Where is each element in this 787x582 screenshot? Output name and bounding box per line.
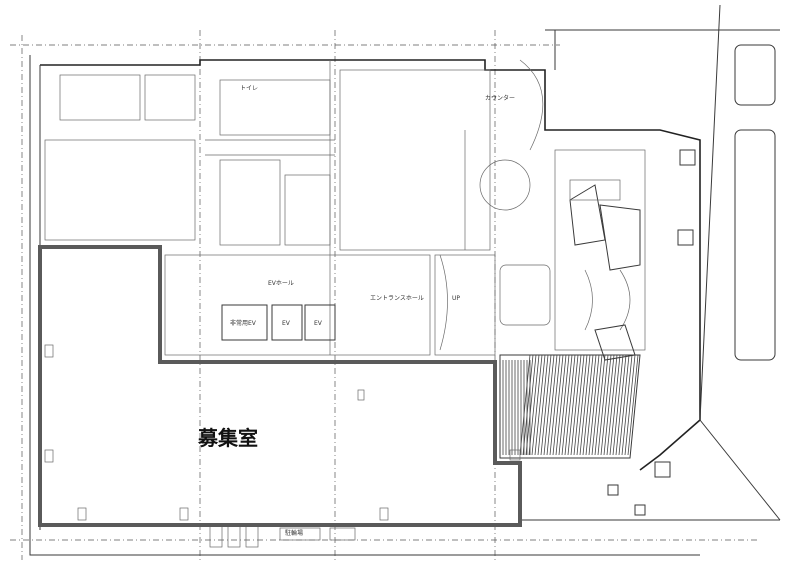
outer-walls	[29, 4, 781, 556]
ramp-hatch	[621, 354, 633, 456]
ramp-hatch	[564, 354, 576, 456]
ramp-hatch	[522, 354, 534, 456]
zone-outline	[38, 245, 522, 527]
ramp-hatch	[603, 354, 615, 456]
ramp-hatch	[567, 354, 579, 456]
ramp-hatch	[594, 354, 606, 456]
ramp-hatch	[579, 354, 591, 456]
ramp-hatch	[519, 354, 531, 456]
interior-rooms	[44, 60, 646, 356]
label-ev-1: EV	[282, 320, 291, 327]
ramp-hatch	[525, 354, 537, 456]
elevator-bank: 非常用EV EV EV	[221, 304, 336, 341]
ramp-hatch	[546, 354, 558, 456]
ramp-hatch	[612, 354, 624, 456]
ramp-hatch	[543, 354, 555, 456]
ramp-hatch	[606, 354, 618, 456]
stair-icon	[499, 354, 641, 459]
ramp-outline	[499, 354, 641, 459]
bottom-fixtures	[44, 344, 521, 548]
label-counter: カウンター	[485, 94, 515, 102]
angled-structures	[569, 179, 641, 361]
ramp-hatch	[618, 354, 630, 456]
ramp-hatch	[582, 354, 594, 456]
ramp-hatch	[528, 354, 540, 456]
ramp-hatch	[585, 354, 597, 456]
ramp-hatch	[570, 354, 582, 456]
ramp-hatch	[552, 354, 564, 456]
ramp-hatch	[588, 354, 600, 456]
label-parking: 駐輪場	[285, 529, 303, 537]
ramp-hatch	[540, 354, 552, 456]
tree-icon	[607, 149, 696, 516]
ramp-hatch	[558, 354, 570, 456]
ramp-hatch	[534, 354, 546, 456]
ramp-hatch	[531, 354, 543, 456]
ramp-hatch	[561, 354, 573, 456]
ramp-hatch	[600, 354, 612, 456]
ramp-hatch	[537, 354, 549, 456]
ramp-hatch	[591, 354, 603, 456]
label-toilet: トイレ	[240, 85, 258, 92]
zone-label: 募集室	[197, 426, 258, 450]
ramp-hatch	[624, 354, 636, 456]
ramp-hatch	[615, 354, 627, 456]
ramp-hatch	[555, 354, 567, 456]
label-ev-emergency: 非常用EV	[230, 319, 257, 327]
door-swing-icon	[439, 59, 631, 351]
ramp-hatch	[627, 354, 639, 456]
ramp-hatch	[609, 354, 621, 456]
ramp-hatch	[597, 354, 609, 456]
label-ev-hall: EVホール	[268, 280, 294, 287]
label-up: UP	[452, 295, 460, 302]
ramp-hatch	[573, 354, 585, 456]
label-entrance-hall: エントランスホール	[370, 295, 424, 302]
label-ev-2: EV	[314, 320, 323, 327]
ramp-hatch	[576, 354, 588, 456]
ramp-hatch	[549, 354, 561, 456]
